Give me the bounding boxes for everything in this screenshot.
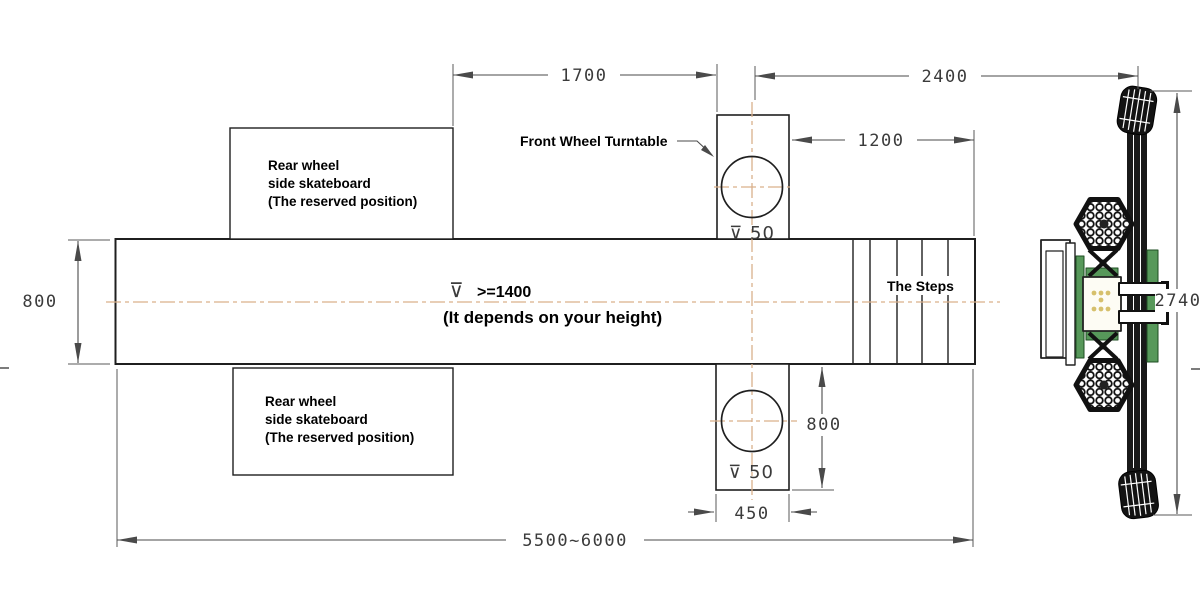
dim-1200: 1200 [792,128,975,236]
dim-total-length-text: 5500~6000 [522,531,628,551]
recess-depth-top: ⊽ 50 [729,223,775,244]
the-steps-label: The Steps [887,278,954,294]
dim-2400: 2400 [754,64,1139,100]
dim-1700: 1700 [452,63,718,126]
clamp-bar-bottom [1118,310,1168,324]
front-wheel-turntable-label: Front Wheel Turntable [520,133,668,149]
rear-wheel-skateboard-top: Rear wheel side skateboard (The reserved… [229,127,454,240]
clearance-depth-symbol: ⊽ [449,278,465,302]
dim-2740-text: 2740 [1155,291,1200,311]
linkage-pin-top [1099,259,1107,267]
bottom-knob [1118,469,1159,520]
clearance-annotation: ⊽ >=1400 (It depends on your height) [443,278,662,327]
dim-450-text: 450 [734,504,769,524]
skateboard-box-top [229,127,454,240]
hex-pad-top-center [1099,219,1109,229]
dim-450: 450 [688,494,817,524]
hex-pad-bottom-center [1099,380,1109,390]
dim-1200-text: 1200 [858,131,905,151]
dim-2400-text: 2400 [922,67,969,87]
turntable-box-top [716,114,790,240]
steps-label-group: The Steps [883,276,963,295]
skateboard-top-line1: Rear wheel [268,158,339,173]
central-box-dots [1091,290,1111,312]
dim-total-length: 5500~6000 [116,369,974,551]
left-panel-inner [1045,250,1064,358]
skateboard-top-line3: (The reserved position) [268,194,417,209]
dim-800-right-text: 800 [806,415,841,435]
dim-1700-text: 1700 [561,66,608,86]
turntable-circle-top [720,155,784,219]
skateboard-bottom-line3: (The reserved position) [265,430,414,445]
recess-depth-bottom: ⊽ 50 [728,462,774,483]
clearance-value: >=1400 [477,284,531,301]
front-wheel-turntable-top [716,114,790,240]
dim-800-right: 800 [792,367,842,491]
linkage-pin-bottom [1099,342,1107,350]
top-knob [1116,85,1158,136]
skateboard-box-bottom [232,367,454,476]
skateboard-bottom-line1: Rear wheel [265,394,336,409]
centerlines [106,102,1000,500]
turntable-circle-bottom [720,389,784,453]
leader-front-wheel-turntable: Front Wheel Turntable [520,133,714,157]
rear-wheel-skateboard-bottom: Rear wheel side skateboard (The reserved… [232,367,454,476]
clearance-note: (It depends on your height) [443,308,662,327]
dim-800-left: 800 [22,239,110,365]
skateboard-top-line2: side skateboard [268,176,371,191]
left-slide-bar [1065,242,1076,366]
central-box [1082,276,1122,332]
dim-800-left-text: 800 [22,292,57,312]
machine-beam [1127,120,1147,476]
machine-side-view [1040,85,1169,520]
edge-ticks [0,367,1200,370]
skateboard-bottom-line2: side skateboard [265,412,368,427]
dim-2740: 2740 [1150,90,1200,516]
